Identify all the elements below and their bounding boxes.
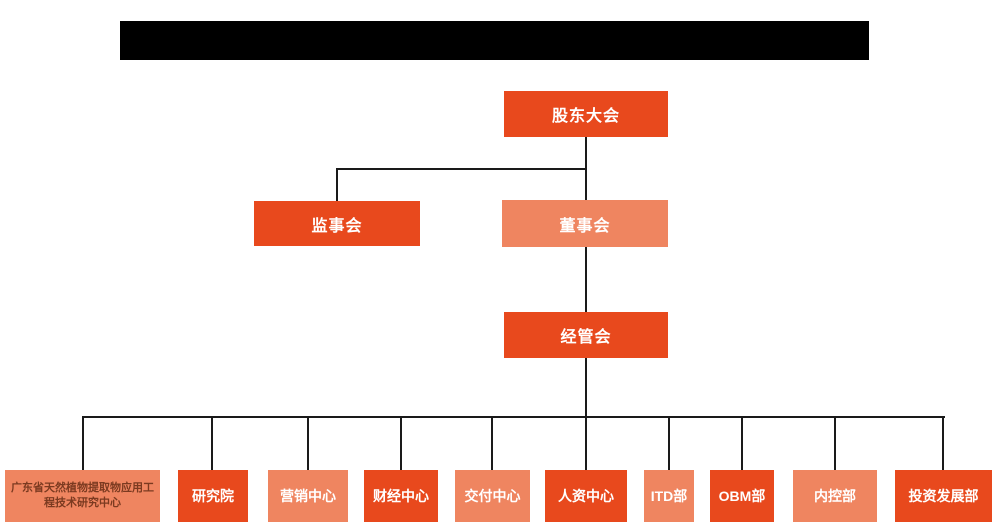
node-internal-control-dept: 内控部 [793, 470, 877, 522]
redacted-title-bar [120, 21, 869, 60]
connector-line [211, 416, 213, 470]
connector-line [336, 168, 587, 170]
node-research-institute: 研究院 [178, 470, 248, 522]
node-management-committee: 经管会 [504, 312, 668, 358]
node-marketing-center: 营销中心 [268, 470, 348, 522]
node-board-of-directors: 董事会 [502, 200, 668, 247]
connector-line [336, 168, 338, 201]
node-itd-dept: ITD部 [644, 470, 694, 522]
connector-line [585, 416, 587, 470]
connector-line [82, 416, 945, 418]
connector-line [491, 416, 493, 470]
connector-line [585, 247, 587, 312]
connector-line [307, 416, 309, 470]
node-hr-center: 人资中心 [545, 470, 627, 522]
node-research-center: 广东省天然植物提取物应用工程技术研究中心 [5, 470, 160, 522]
node-investment-development-dept: 投资发展部 [895, 470, 992, 522]
node-delivery-center: 交付中心 [455, 470, 530, 522]
connector-line [942, 416, 944, 470]
connector-line [834, 416, 836, 470]
connector-line [82, 416, 84, 470]
node-finance-center: 财经中心 [364, 470, 438, 522]
connector-line [741, 416, 743, 470]
node-shareholders-meeting: 股东大会 [504, 91, 668, 137]
node-supervisory-board: 监事会 [254, 201, 420, 246]
connector-line [400, 416, 402, 470]
connector-line [585, 358, 587, 416]
connector-line [668, 416, 670, 470]
node-obm-dept: OBM部 [710, 470, 774, 522]
